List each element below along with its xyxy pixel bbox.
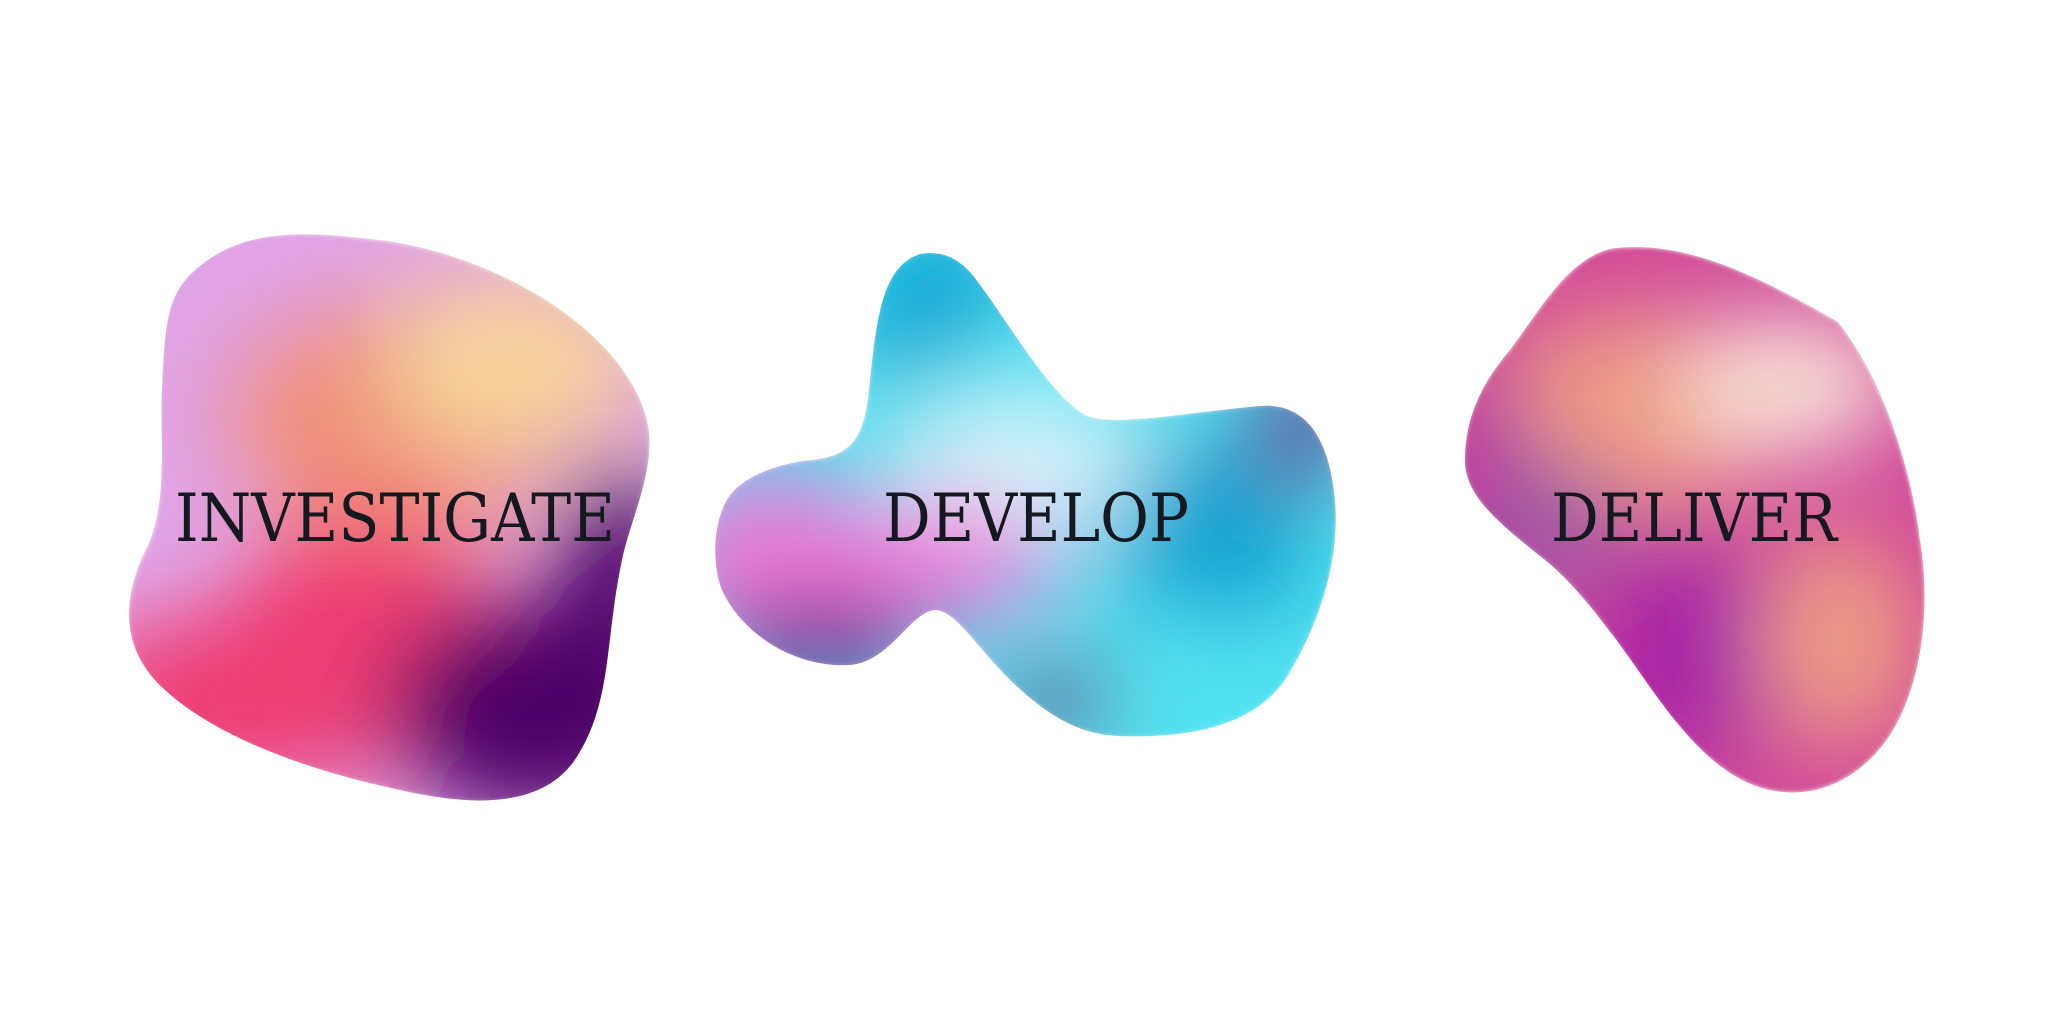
investigate-label: INVESTIGATE	[175, 480, 615, 557]
develop-label: DEVELOP	[883, 480, 1189, 557]
investigate-blob: INVESTIGATE	[129, 234, 650, 801]
develop-blob: DEVELOP	[715, 253, 1336, 737]
deliver-blob: DELIVER	[1465, 246, 1925, 793]
deliver-label: DELIVER	[1551, 480, 1839, 557]
